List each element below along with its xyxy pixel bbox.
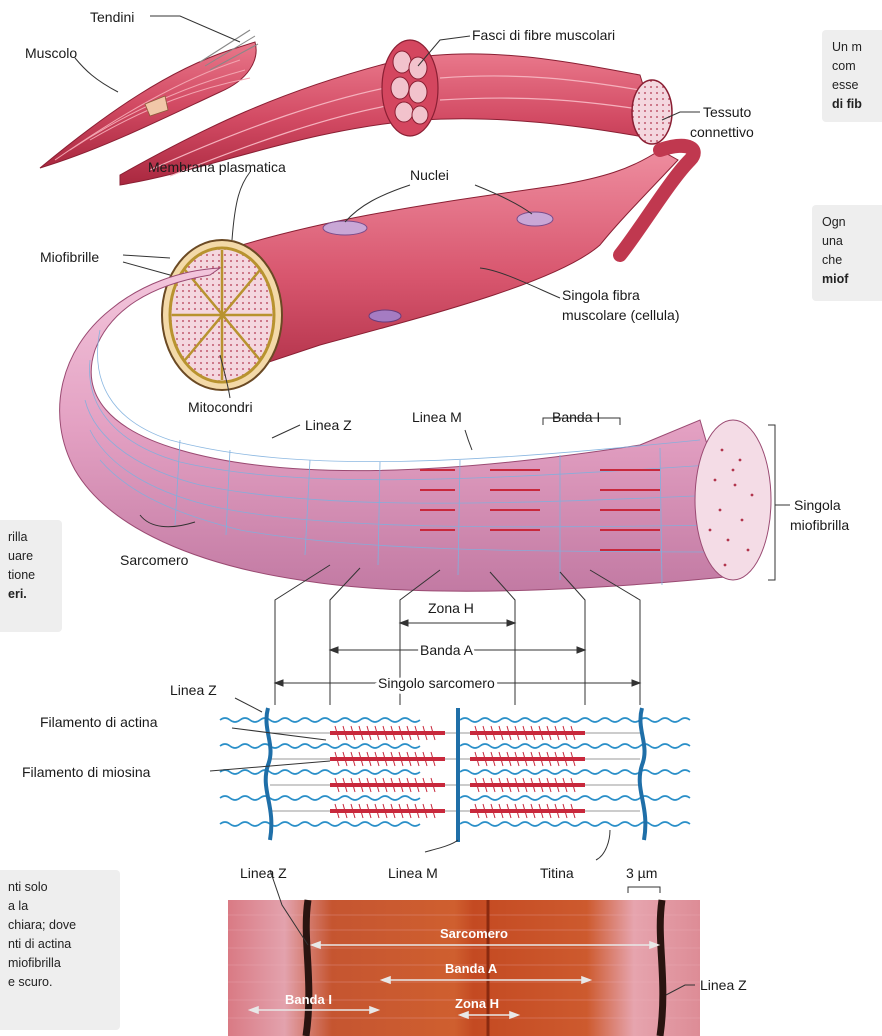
label-muscolo: Muscolo <box>25 45 77 61</box>
label-banda-a: Banda A <box>420 642 474 658</box>
side-note-right-1: Un m com esse di fib <box>822 30 882 122</box>
label-titina: Titina <box>540 865 574 881</box>
label-micro-banda-a: Banda A <box>445 961 498 976</box>
label-micro-banda-i: Banda I <box>285 992 332 1007</box>
side-note-line: com <box>832 57 882 76</box>
label-miofibrille: Miofibrille <box>40 249 99 265</box>
side-note-line: a la <box>8 897 110 916</box>
label-singolo-sarcomero: Singolo sarcomero <box>378 675 495 691</box>
label-micro-sarcomero: Sarcomero <box>440 926 508 941</box>
label-filamento-actina: Filamento di actina <box>40 714 158 730</box>
label-linea-m-bottom: Linea M <box>388 865 438 881</box>
side-note-left-1: rilla uare tione eri. <box>0 520 62 632</box>
side-note-line: Un m <box>832 38 882 57</box>
side-note-line: una <box>822 232 882 251</box>
side-note-line: esse <box>832 76 882 95</box>
label-filamento-miosina: Filamento di miosina <box>22 764 151 780</box>
label-linea-z-bottom: Linea Z <box>240 865 287 881</box>
label-singola-fibra-1: Singola fibra <box>562 287 640 303</box>
label-linea-z-right: Linea Z <box>700 977 747 993</box>
side-note-line: miof <box>822 270 882 289</box>
side-note-line: nti solo <box>8 878 110 897</box>
side-note-line: eri. <box>8 585 52 604</box>
side-note-line: uare <box>8 547 52 566</box>
label-zona-h: Zona H <box>428 600 474 616</box>
label-singola-miofibrilla-1: Singola <box>794 497 841 513</box>
side-note-line: tione <box>8 566 52 585</box>
label-nuclei: Nuclei <box>410 167 449 183</box>
label-linea-z-mid: Linea Z <box>170 682 217 698</box>
side-note-line: di fib <box>832 95 882 114</box>
side-note-line: nti di actina <box>8 935 110 954</box>
side-note-line: chiara; dove <box>8 916 110 935</box>
label-linea-z-top: Linea Z <box>305 417 352 433</box>
label-tessuto-2: connettivo <box>690 124 754 140</box>
label-fasci: Fasci di fibre muscolari <box>472 27 615 43</box>
label-micro-zona-h: Zona H <box>455 996 499 1011</box>
side-note-line: che <box>822 251 882 270</box>
label-linea-m-top: Linea M <box>412 409 462 425</box>
label-tendini: Tendini <box>90 9 134 25</box>
side-note-line: rilla <box>8 528 52 547</box>
label-mitocondri: Mitocondri <box>188 399 253 415</box>
label-singola-fibra-2: muscolare (cellula) <box>562 307 679 323</box>
label-singola-miofibrilla-2: miofibrilla <box>790 517 849 533</box>
side-note-line: Ogn <box>822 213 882 232</box>
label-scale: 3 µm <box>626 865 657 881</box>
label-tessuto-1: Tessuto <box>703 104 751 120</box>
side-note-line: miofibrilla <box>8 954 110 973</box>
side-note-right-2: Ogn una che miof <box>812 205 882 301</box>
side-note-left-2: nti solo a la chiara; dove nti di actina… <box>0 870 120 1030</box>
label-sarcomero-top: Sarcomero <box>120 552 189 568</box>
label-banda-i-top: Banda I <box>552 409 600 425</box>
side-note-line: e scuro. <box>8 973 110 992</box>
label-membrana: Membrana plasmatica <box>148 159 286 175</box>
sarcomere-schematic <box>220 708 690 842</box>
